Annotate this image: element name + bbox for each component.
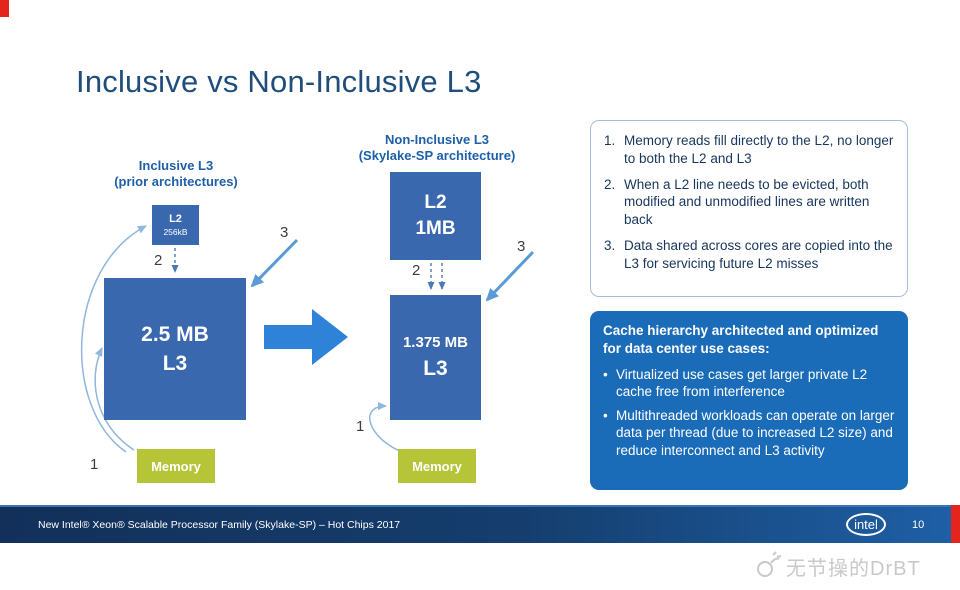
watermark-hand-icon	[757, 551, 782, 577]
left-diagram-label-line1: Inclusive L3	[138, 158, 214, 173]
note-item-3: 3. Data shared across cores are copied i…	[604, 237, 894, 273]
slide-title: Inclusive vs Non-Inclusive L3	[76, 64, 482, 99]
step-3-left: 3	[280, 224, 289, 241]
step-3-right: 3	[517, 238, 526, 255]
l3-cache-box-left: 2.5 MB L3	[104, 278, 246, 420]
note-item-1: 1. Memory reads fill directly to the L2,…	[604, 132, 894, 168]
benefits-card: Cache hierarchy architected and optimize…	[590, 311, 908, 490]
arrow-step3-left	[250, 238, 299, 288]
left-diagram-label-line2: (prior architectures)	[114, 173, 238, 189]
l2-cache-box-left: L2 256kB	[152, 205, 199, 245]
l2-left-size: 256kB	[163, 226, 188, 237]
step-1-right: 1	[356, 418, 365, 435]
note-item-2: 2. When a L2 line needs to be evicted, b…	[604, 176, 894, 229]
footer-title: New Intel® Xeon® Scalable Processor Fami…	[38, 519, 401, 531]
l2-right-title: L2	[424, 192, 447, 214]
arrow-step3-right	[485, 250, 535, 302]
l3-right-title: L3	[423, 357, 448, 381]
note-text: Data shared across cores are copied into…	[624, 238, 893, 271]
bullet-icon	[603, 366, 616, 401]
note-number: 3.	[604, 238, 616, 254]
intel-logo: intel	[846, 513, 886, 536]
note-number: 1.	[604, 133, 616, 148]
red-crop-mark-top-left	[0, 0, 9, 17]
benefit-text: Virtualized use cases get larger private…	[616, 366, 868, 400]
note-text: When a L2 line needs to be evicted, both…	[624, 176, 870, 228]
step-2-left: 2	[154, 252, 163, 269]
note-text: Memory reads fill directly to the L2, no…	[624, 133, 894, 166]
l3-right-size: 1.375 MB	[402, 333, 469, 351]
watermark: 无节操的DrBT	[750, 550, 921, 582]
memory-box-right: Memory	[398, 449, 476, 483]
bullet-icon	[603, 407, 616, 460]
left-diagram-label: Inclusive L3 (prior architectures)	[96, 158, 256, 190]
l2-left-title: L2	[169, 213, 182, 226]
page-number: 10	[912, 519, 925, 531]
l3-left-size: 2.5 MB	[141, 322, 209, 346]
benefit-bullet-2: Multithreaded workloads can operate on l…	[603, 407, 895, 460]
right-diagram-label-line2: (Skylake-SP architecture)	[358, 147, 516, 163]
right-diagram-label: Non-Inclusive L3 (Skylake-SP architectur…	[347, 132, 527, 164]
right-diagram-label-line1: Non-Inclusive L3	[384, 132, 490, 147]
note-number: 2.	[604, 176, 616, 192]
step-2-right: 2	[412, 262, 421, 279]
l3-left-title: L3	[162, 352, 188, 375]
benefits-heading: Cache hierarchy architected and optimize…	[603, 323, 879, 356]
memory-box-left: Memory	[137, 449, 215, 483]
benefit-bullet-1: Virtualized use cases get larger private…	[603, 366, 895, 401]
red-crop-mark-right	[951, 505, 960, 543]
l2-cache-box-right: L2 1MB	[390, 172, 481, 260]
benefit-text: Multithreaded workloads can operate on l…	[616, 407, 895, 458]
step-1-left: 1	[90, 456, 99, 473]
l3-cache-box-right: 1.375 MB L3	[390, 295, 481, 420]
l2-right-size: 1MB	[415, 218, 456, 239]
footer-bar: New Intel® Xeon® Scalable Processor Fami…	[0, 505, 951, 543]
notes-card: 1. Memory reads fill directly to the L2,…	[590, 120, 908, 297]
watermark-text: 无节操的DrBT	[786, 557, 921, 580]
transition-arrow	[264, 309, 348, 365]
